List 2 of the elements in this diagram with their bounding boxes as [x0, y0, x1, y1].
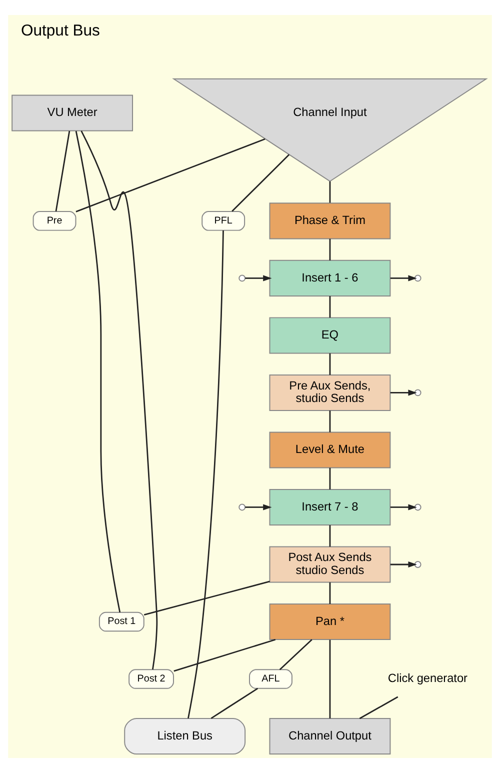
diagram-title: Output Bus: [20, 22, 100, 40]
node-text: Click generator: [388, 670, 468, 685]
